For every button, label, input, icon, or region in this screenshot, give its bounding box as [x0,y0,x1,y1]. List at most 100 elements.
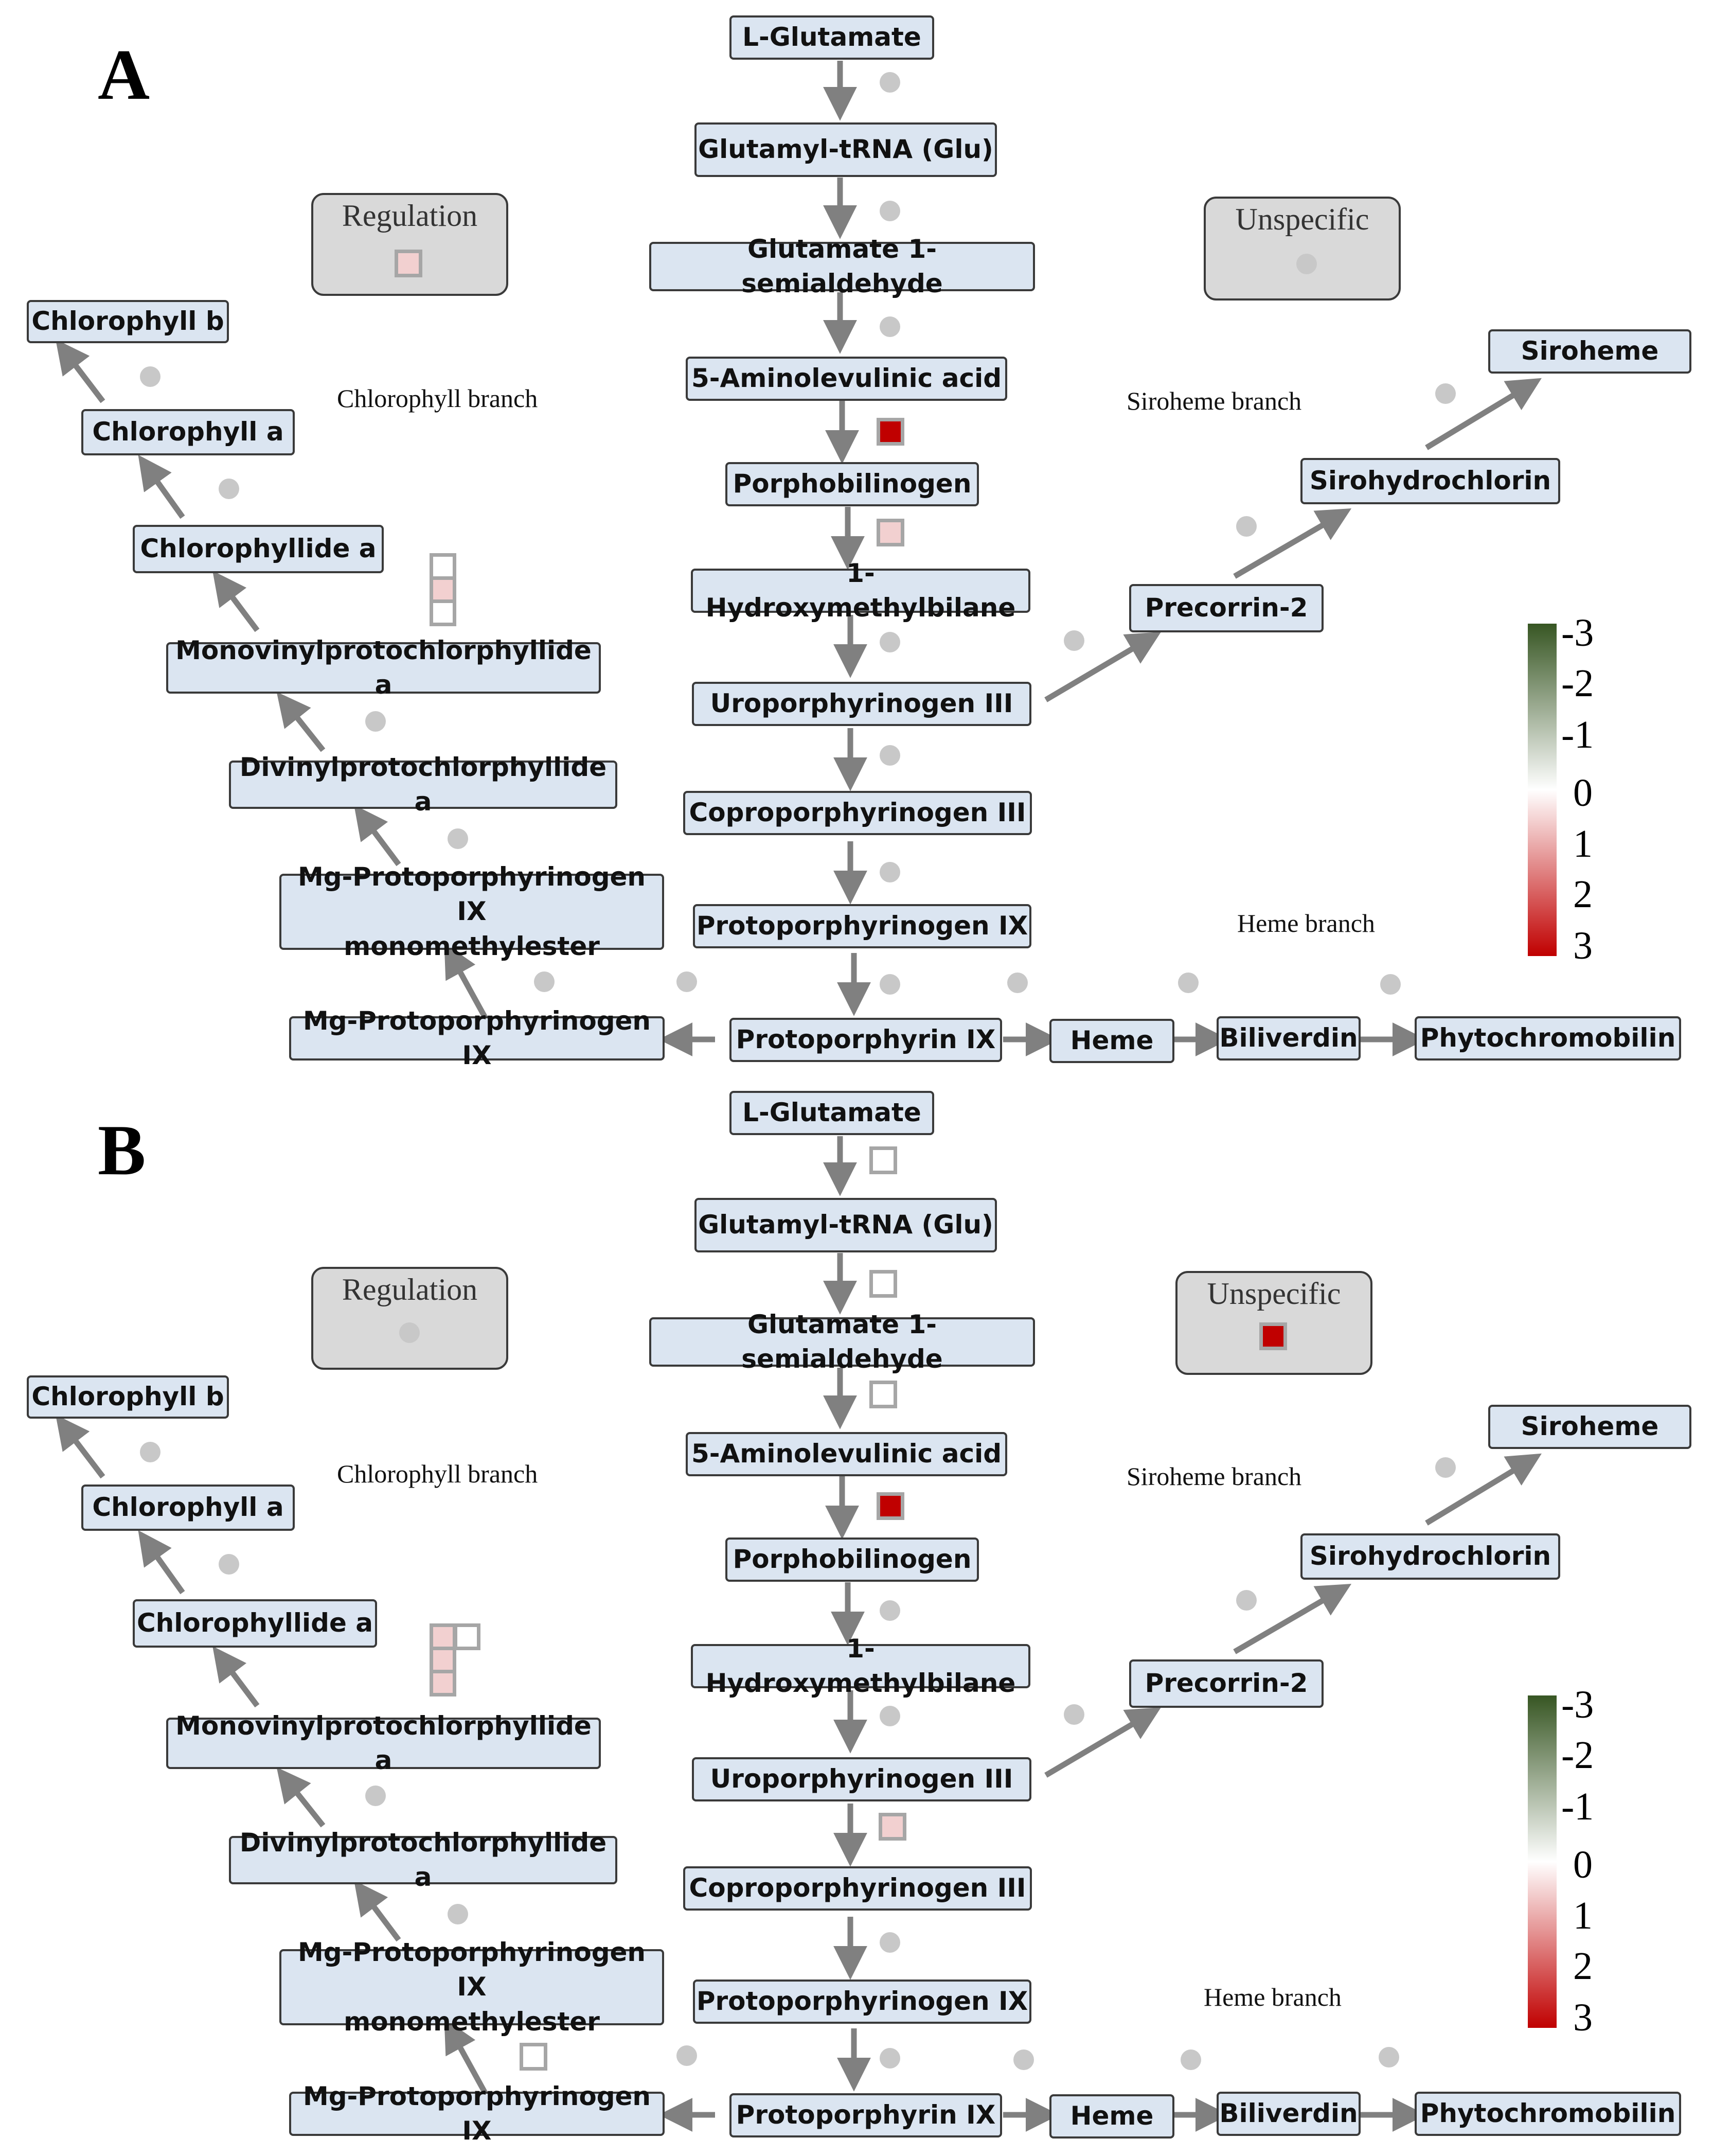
unspecific-box: Unspecific [1204,197,1401,301]
arrow [444,943,491,1026]
expression-dot [880,745,900,766]
arrows-layer [56,61,1542,1056]
node-biliverdin[interactable]: Biliverdin [1217,1016,1361,1061]
expression-dot [1296,254,1317,274]
expression-dot [880,201,900,221]
node-glutamyl-trna[interactable]: Glutamyl-tRNA (Glu) [694,122,997,177]
scale-tick: 2 [1573,1945,1593,1988]
regulation-label: Regulation [342,199,478,233]
node-line: Mg-Protoporphyrinogen IX [297,1937,646,2002]
node-l-glutamate[interactable]: L-Glutamate [729,1091,934,1135]
expression-dot [219,1554,239,1575]
panel-letter: A [98,35,150,115]
arrow [276,1767,326,1828]
arrow [1425,1453,1542,1526]
node-glutamate-semialdehyde[interactable]: Glutamate 1-semialdehyde [649,234,1035,298]
arrow [138,1530,185,1595]
heme-branch-label: Heme branch [1237,909,1375,938]
node-siroheme[interactable]: Siroheme [1488,1405,1691,1449]
arrow [56,339,105,403]
expression-dot [880,316,900,337]
expression-dot [448,828,468,849]
node-chlorophyllide-a[interactable]: Chlorophyllide a [133,525,384,573]
node-uroporphyrinogen[interactable]: Uroporphyrinogen III [692,1757,1031,1801]
node-glutamyl-trna[interactable]: Glutamyl-tRNA (Glu) [694,1198,997,1252]
unspecific-label: Unspecific [1207,1277,1341,1311]
scale-tick: 1 [1573,822,1593,865]
arrow [56,1415,105,1479]
expression-dot [676,2045,697,2066]
node-mg-proto-monomethylester[interactable]: Mg-Protoporphyrinogen IX monomethylester [279,862,664,961]
node-heme[interactable]: Heme [1049,2094,1174,2139]
node-phytochromobilin[interactable]: Phytochromobilin [1415,1016,1681,1061]
expression-dot [1007,973,1028,993]
node-monovinylprotochlorophyllide[interactable]: Monovinylprotochlorphyllide a [166,1711,601,1775]
node-biliverdin[interactable]: Biliverdin [1217,2092,1361,2136]
node-mg-proto-monomethylester[interactable]: Mg-Protoporphyrinogen IX monomethylester [279,1937,664,2037]
node-porphobilinogen[interactable]: Porphobilinogen [725,1538,979,1582]
heme-branch-label: Heme branch [1204,1983,1342,2011]
expression-dot [880,2048,900,2069]
node-hydroxymethylbilane[interactable]: 1-Hydroxymethylbilane [691,558,1030,623]
node-chlorophyll-a[interactable]: Chlorophyll a [81,409,295,455]
node-heme[interactable]: Heme [1049,1019,1174,1063]
node-coproporphyrinogen[interactable]: Coproporphyrinogen III [683,1866,1032,1911]
node-mg-protoporphyrinogen[interactable]: Mg-Protoporphyrinogen IX [289,1006,665,1070]
expression-dot [880,862,900,882]
arrow [1044,1707,1162,1778]
panel-a: A L-Glutamate Glutamyl-tRNA (Glu) Glutam… [0,0,1713,1075]
node-protoporphyrinogen[interactable]: Protoporphyrinogen IX [693,904,1031,948]
node-protoporphyrin[interactable]: Protoporphyrin IX [729,1018,1002,1062]
node-aminolevulinic-acid[interactable]: 5-Aminolevulinic acid [686,357,1007,401]
expression-dot [1435,383,1456,404]
regulation-box: Regulation [311,193,508,296]
expression-square [395,250,422,277]
node-chlorophyll-b[interactable]: Chlorophyll b [27,1375,229,1419]
scale-tick: -2 [1561,662,1594,705]
node-line: Mg-Protoporphyrinogen IX [297,861,646,927]
node-divinylprotochlorophyllide[interactable]: Divinylprotochlorphyllide a [229,1828,617,1892]
expression-dot [1013,2049,1034,2070]
expression-dot [448,1904,468,1924]
node-monovinylprotochlorophyllide[interactable]: Monovinylprotochlorphyllide a [166,635,601,700]
expression-square [877,418,904,446]
node-uroporphyrinogen[interactable]: Uroporphyrinogen III [692,682,1031,726]
arrow [138,454,185,519]
arrow [1233,508,1352,579]
expression-dot [880,72,900,93]
unspecific-label: Unspecific [1235,202,1369,236]
arrow [354,805,401,867]
siroheme-branch-label: Siroheme branch [1127,1462,1302,1491]
node-porphobilinogen[interactable]: Porphobilinogen [725,462,979,506]
scale-tick: -3 [1561,1683,1594,1726]
expression-dot [534,971,555,992]
scale-tick: 1 [1573,1894,1593,1937]
node-coproporphyrinogen[interactable]: Coproporphyrinogen III [683,791,1032,835]
node-glutamate-semialdehyde[interactable]: Glutamate 1-semialdehyde [649,1310,1035,1374]
node-sirohydrochlorin[interactable]: Sirohydrochlorin [1300,458,1560,504]
node-precorrin[interactable]: Precorrin-2 [1129,1659,1324,1708]
expression-dot [1064,1704,1084,1725]
node-chlorophyll-a[interactable]: Chlorophyll a [81,1485,295,1531]
chlorophyll-branch-label: Chlorophyll branch [337,1459,538,1488]
node-siroheme[interactable]: Siroheme [1488,329,1691,374]
node-chlorophyllide-a[interactable]: Chlorophyllide a [133,1599,377,1648]
expression-square [1259,1322,1287,1350]
node-mg-protoporphyrinogen[interactable]: Mg-Protoporphyrinogen IX [289,2081,665,2146]
expression-square [430,553,456,580]
node-sirohydrochlorin[interactable]: Sirohydrochlorin [1300,1533,1560,1580]
arrow [212,571,260,632]
node-protoporphyrinogen[interactable]: Protoporphyrinogen IX [693,1980,1031,2024]
node-divinylprotochlorophyllide[interactable]: Divinylprotochlorphyllide a [229,752,617,817]
node-aminolevulinic-acid[interactable]: 5-Aminolevulinic acid [686,1432,1007,1476]
node-chlorophyll-b[interactable]: Chlorophyll b [27,300,229,343]
node-precorrin[interactable]: Precorrin-2 [1129,584,1324,632]
node-protoporphyrin[interactable]: Protoporphyrin IX [729,2093,1002,2137]
node-phytochromobilin[interactable]: Phytochromobilin [1415,2092,1681,2136]
expression-dot [1236,516,1257,537]
arrow [276,692,326,752]
scale-tick: 0 [1573,771,1593,815]
scale-tick: 0 [1573,1843,1593,1886]
node-hydroxymethylbilane[interactable]: 1-Hydroxymethylbilane [691,1634,1030,1698]
node-l-glutamate[interactable]: L-Glutamate [729,15,934,60]
